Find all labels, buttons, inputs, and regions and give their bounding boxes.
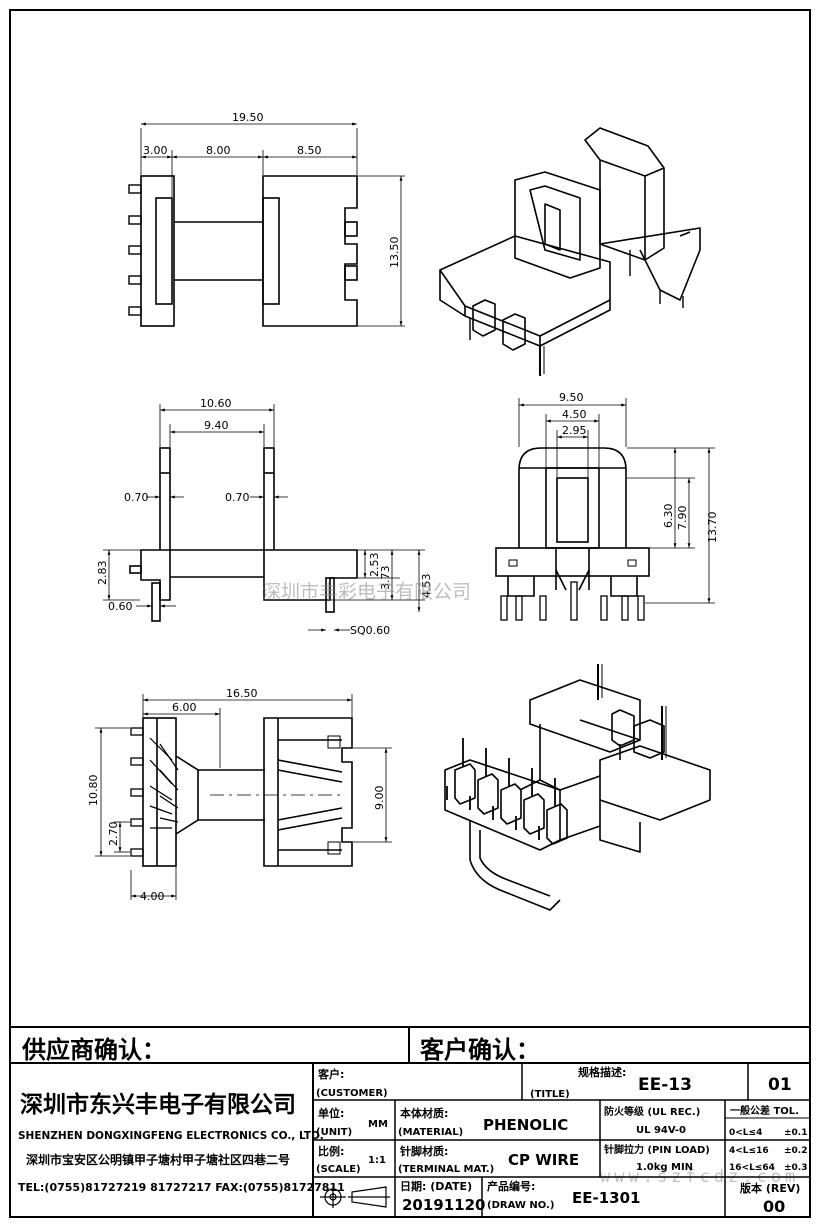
tol-range-3: 16<L≤64 — [729, 1163, 775, 1173]
title-label: 规格描述: — [578, 1065, 626, 1079]
dim-front-left: 3.00 — [143, 144, 168, 157]
projection-symbol — [320, 1186, 390, 1208]
title-block-frame — [10, 1026, 810, 1217]
unit-value: MM — [368, 1119, 388, 1130]
dim-bottom-length: 16.50 — [226, 687, 258, 700]
scale-label-en: (SCALE) — [316, 1164, 361, 1175]
front-view — [128, 175, 358, 327]
company-contact: TEL:(0755)81727219 81727217 FAX:(0755)81… — [18, 1181, 345, 1194]
dim-end-core: 2.95 — [562, 424, 587, 437]
dim-front-mid: 8.00 — [206, 144, 231, 157]
side-view — [129, 447, 358, 622]
tol-value-1: ±0.1 — [784, 1128, 807, 1138]
dim-end-window: 4.50 — [562, 408, 587, 421]
dim-side-wall-right: 0.70 — [225, 491, 250, 504]
pin-load-value: 1.0kg MIN — [636, 1162, 693, 1173]
dim-side-outer: 10.60 — [200, 397, 232, 410]
dim-side-inner: 9.40 — [204, 419, 229, 432]
bottom-view-dims — [95, 694, 392, 900]
unit-label: 单位: — [318, 1106, 344, 1120]
bottom-view — [130, 717, 353, 867]
dim-end-h1: 6.30 — [662, 504, 675, 529]
dim-bottom-pitch: 2.70 — [107, 822, 120, 847]
company-name-cn: 深圳市东兴丰电子有限公司 — [20, 1091, 296, 1118]
dim-side-pin-w: 0.60 — [108, 600, 133, 613]
dim-side-flange-h: 2.83 — [96, 561, 109, 586]
sheet-border — [9, 9, 811, 1218]
date-value: 20191120 — [402, 1196, 486, 1214]
terminal-label: 针脚材质: — [400, 1144, 448, 1158]
dim-end-h2: 7.90 — [676, 506, 689, 531]
tol-value-3: ±0.3 — [784, 1163, 807, 1173]
pin-load-label: 针脚拉力 (PIN LOAD) — [604, 1143, 710, 1156]
dim-front-right: 8.50 — [297, 144, 322, 157]
dim-side-wall-left: 0.70 — [124, 491, 149, 504]
sheet-number: 01 — [768, 1075, 792, 1095]
tol-value-2: ±0.2 — [784, 1146, 807, 1156]
iso-view-bottom — [444, 664, 711, 911]
iso-view-top — [439, 127, 701, 376]
date-label: 日期: (DATE) — [400, 1179, 472, 1193]
draw-no-value: EE-1301 — [572, 1189, 640, 1207]
front-view-dims — [140, 122, 405, 327]
dim-side-step2: 3.73 — [379, 566, 392, 591]
dim-side-step3: 4.53 — [420, 574, 433, 599]
fire-rating-label: 防火等级 (UL REC.) — [604, 1105, 700, 1118]
end-view — [495, 447, 650, 621]
revision-value: 00 — [763, 1197, 785, 1216]
side-view-dims — [103, 404, 425, 632]
fire-rating-value: UL 94V-0 — [636, 1125, 686, 1136]
company-name-en: SHENZHEN DONGXINGFENG ELECTRONICS CO., L… — [18, 1130, 324, 1142]
supplier-confirm-label: 供应商确认： — [21, 1036, 166, 1064]
tol-range-2: 4<L≤16 — [729, 1146, 769, 1156]
draw-no-label-en: (DRAW NO.) — [487, 1200, 554, 1211]
dim-end-h3: 13.70 — [706, 512, 719, 544]
material-label: 本体材质: — [400, 1106, 448, 1120]
unit-label-en: (UNIT) — [316, 1127, 352, 1138]
end-view-dims — [518, 398, 715, 604]
material-value: PHENOLIC — [483, 1116, 568, 1134]
terminal-label-en: (TERMINAL MAT.) — [398, 1164, 494, 1175]
terminal-value: CP WIRE — [508, 1151, 579, 1169]
draw-no-label: 产品编号: — [487, 1179, 535, 1193]
customer-label: 客户: — [317, 1067, 344, 1081]
scale-value: 1:1 — [368, 1155, 386, 1166]
dim-side-step1: 2.53 — [368, 553, 381, 578]
title-value: EE-13 — [638, 1075, 692, 1095]
dim-bottom-pin-off: 4.00 — [140, 890, 165, 903]
dim-end-width: 9.50 — [559, 391, 584, 404]
scale-label: 比例: — [318, 1144, 344, 1158]
tolerance-label: 一般公差 TOL. — [730, 1104, 799, 1117]
material-label-en: (MATERIAL) — [398, 1127, 463, 1138]
watermark-text: 深圳市丰彩电子有限公司 — [262, 581, 471, 603]
customer-confirm-label: 客户确认： — [420, 1036, 540, 1064]
revision-label: 版本 (REV) — [740, 1181, 800, 1195]
title-label-en: (TITLE) — [530, 1089, 570, 1100]
dim-bottom-offset: 6.00 — [172, 701, 197, 714]
dim-bottom-height: 10.80 — [87, 775, 100, 807]
tol-range-1: 0<L≤4 — [729, 1128, 762, 1138]
dim-front-height: 13.50 — [388, 237, 401, 269]
company-address: 深圳市宝安区公明镇甲子塘村甲子塘社区四巷二号 — [26, 1152, 290, 1167]
dim-bottom-slot: 9.00 — [373, 786, 386, 811]
dim-side-pin-sq: SQ0.60 — [350, 624, 390, 637]
dim-front-total-width: 19.50 — [232, 111, 264, 124]
customer-label-en: (CUSTOMER) — [316, 1088, 388, 1099]
